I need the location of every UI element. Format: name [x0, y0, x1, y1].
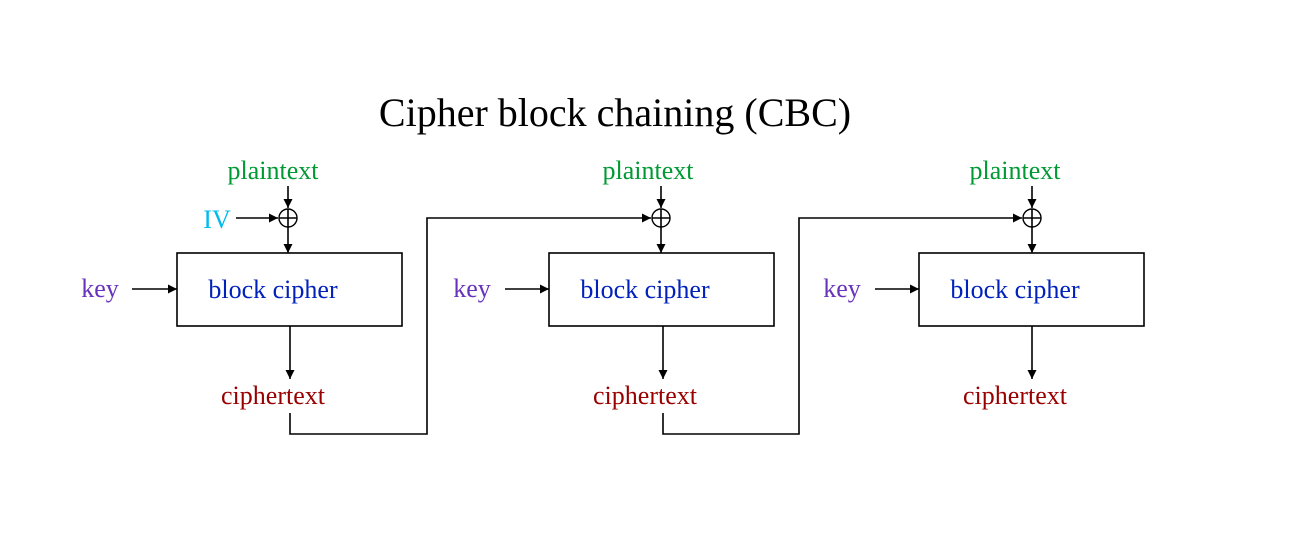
block-cipher-box-3 — [918, 252, 1145, 327]
key-label-2: key — [453, 274, 491, 303]
ciphertext-label-1: ciphertext — [221, 381, 326, 410]
ciphertext-label-3: ciphertext — [963, 381, 1068, 410]
block-cipher-box-2 — [548, 252, 775, 327]
block-cipher-label-1: block cipher — [208, 275, 338, 304]
xor-icon-2 — [651, 208, 671, 228]
stage-3: plaintext key block cipher ciphertext — [823, 156, 1145, 410]
stage-1: plaintext IV key block cipher ciphertext — [81, 156, 403, 410]
chain-arrow-2-to-3 — [662, 213, 1022, 435]
key-label-3: key — [823, 274, 861, 303]
plaintext-label-2: plaintext — [603, 156, 695, 185]
block-cipher-box-1 — [176, 252, 403, 327]
key-label-1: key — [81, 274, 119, 303]
diagram-title: Cipher block chaining (CBC) — [379, 90, 851, 135]
xor-icon-3 — [1022, 208, 1042, 228]
ciphertext-label-2: ciphertext — [593, 381, 698, 410]
plaintext-label-1: plaintext — [228, 156, 320, 185]
block-cipher-label-2: block cipher — [580, 275, 710, 304]
plaintext-label-3: plaintext — [970, 156, 1062, 185]
block-cipher-label-3: block cipher — [950, 275, 1080, 304]
chain-arrow-1-to-2 — [289, 213, 651, 435]
xor-icon-1 — [278, 208, 298, 228]
iv-label: IV — [203, 205, 231, 234]
stage-2: plaintext key block cipher ciphertext — [453, 156, 775, 410]
